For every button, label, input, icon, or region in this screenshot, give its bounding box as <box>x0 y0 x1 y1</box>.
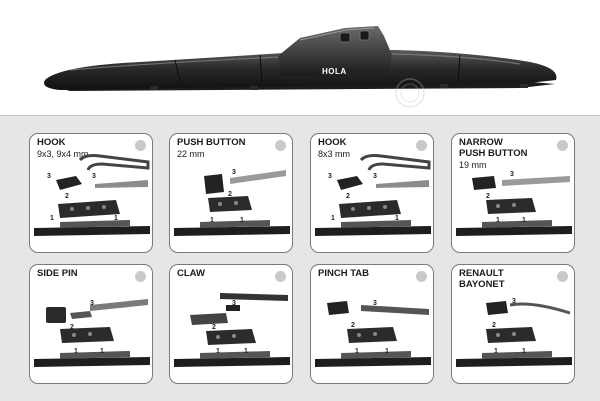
panel-title: PUSH BUTTON <box>177 137 246 148</box>
step-number: 1 <box>100 348 104 355</box>
indicator-dot <box>416 140 427 151</box>
indicator-dot <box>557 140 568 151</box>
step-number: 1 <box>216 348 220 355</box>
step-number: 3 <box>512 298 516 305</box>
push-button-diagram: 3 2 1 1 <box>174 169 290 236</box>
step-number: 1 <box>355 348 359 355</box>
panel-title: HOOK <box>37 137 66 148</box>
step-number: 1 <box>522 348 526 355</box>
step-number: 2 <box>70 324 74 331</box>
wiper-blade-image <box>44 26 557 108</box>
step-number: 1 <box>395 215 399 222</box>
panel-title: RENAULT BAYONET <box>459 268 505 290</box>
step-number: 3 <box>373 173 377 180</box>
step-number: 3 <box>328 173 332 180</box>
step-number: 1 <box>210 217 214 224</box>
hook-diagram: 3 3 2 1 1 <box>34 154 150 236</box>
panel-title: HOOK <box>318 137 347 148</box>
side-pin-diagram: 3 2 1 1 <box>34 299 150 367</box>
step-number: 2 <box>212 324 216 331</box>
step-number: 1 <box>385 348 389 355</box>
panel-side-pin: SIDE PIN 3 2 1 1 <box>29 264 153 384</box>
panel-push-button-22: PUSH BUTTON 22 mm 3 2 1 1 <box>169 133 293 253</box>
panel-subtitle: 9x3, 9x4 mm <box>37 149 89 159</box>
step-number: 3 <box>232 169 236 176</box>
step-number: 1 <box>240 217 244 224</box>
indicator-dot <box>416 271 427 282</box>
panel-title: NARROW PUSH BUTTON <box>459 137 528 159</box>
panel-subtitle: 8x3 mm <box>318 149 351 159</box>
step-number: 3 <box>92 173 96 180</box>
panel-subtitle: 19 mm <box>459 160 487 170</box>
panel-pinch-tab: PINCH TAB 3 2 1 1 <box>310 264 434 384</box>
step-number: 1 <box>114 215 118 222</box>
indicator-dot <box>275 271 286 282</box>
narrow-push-button-diagram: 3 2 1 1 <box>456 171 572 236</box>
step-number: 1 <box>494 348 498 355</box>
panel-hook-8x3: HOOK 8x3 mm 3 3 2 1 1 <box>310 133 434 253</box>
step-number: 1 <box>50 215 54 222</box>
step-number: 1 <box>331 215 335 222</box>
renault-bayonet-diagram: 3 2 1 1 <box>456 298 572 367</box>
pinch-tab-diagram: 3 2 1 1 <box>315 300 431 367</box>
panel-title: PINCH TAB <box>318 268 370 279</box>
step-number: 2 <box>486 193 490 200</box>
indicator-dot <box>135 271 146 282</box>
indicator-dot <box>557 271 568 282</box>
step-number: 3 <box>373 300 377 307</box>
brand-logo: HOLA <box>322 67 347 76</box>
step-number: 2 <box>228 191 232 198</box>
step-number: 3 <box>232 300 236 307</box>
step-number: 1 <box>244 348 248 355</box>
panel-narrow-push-button-19: NARROW PUSH BUTTON 19 mm 3 2 1 1 <box>451 133 575 253</box>
step-number: 2 <box>492 322 496 329</box>
panel-title: CLAW <box>177 268 205 279</box>
indicator-dot <box>275 140 286 151</box>
step-number: 3 <box>510 171 514 178</box>
step-number: 3 <box>90 300 94 307</box>
panel-renault-bayonet: RENAULT BAYONET 3 2 1 1 <box>451 264 575 384</box>
product-banner: HOLA <box>0 0 600 115</box>
panel-hook-9x3: HOOK 9x3, 9x4 mm 3 3 2 1 1 <box>29 133 153 253</box>
watermark-stamp <box>395 78 425 108</box>
step-number: 2 <box>351 322 355 329</box>
panel-title: SIDE PIN <box>37 268 78 279</box>
step-number: 2 <box>65 193 69 200</box>
panel-subtitle: 22 mm <box>177 149 205 159</box>
step-number: 1 <box>496 217 500 224</box>
step-number: 1 <box>522 217 526 224</box>
indicator-dot <box>135 140 146 151</box>
step-number: 2 <box>346 193 350 200</box>
hook-diagram: 3 3 2 1 1 <box>315 154 431 236</box>
step-number: 3 <box>47 173 51 180</box>
claw-diagram: 3 2 1 1 <box>174 293 290 367</box>
panel-claw: CLAW 3 2 1 1 <box>169 264 293 384</box>
step-number: 1 <box>74 348 78 355</box>
